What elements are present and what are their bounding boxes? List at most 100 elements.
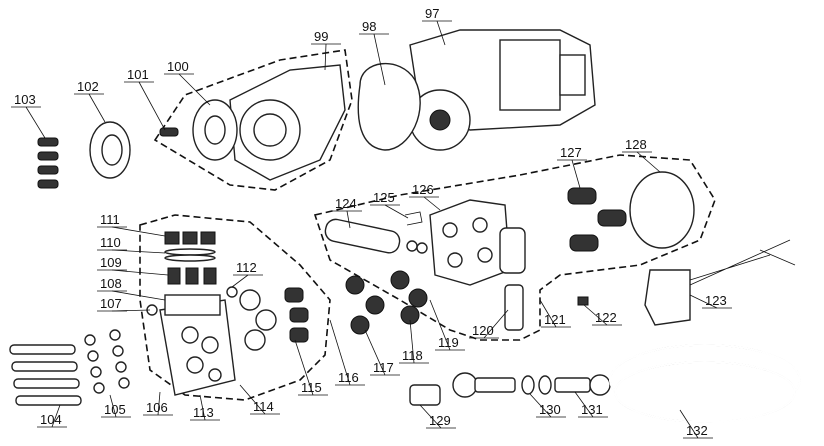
part-label-127: 127 <box>560 145 582 160</box>
part-label-122: 122 <box>595 310 617 325</box>
part-label-102: 102 <box>77 79 99 94</box>
part-label-132: 132 <box>686 423 708 438</box>
valves-part-109 <box>167 267 217 285</box>
part-label-123: 123 <box>705 293 727 308</box>
leader-line <box>429 299 451 351</box>
clip-part-125 <box>404 211 428 254</box>
seals-part-116 <box>345 275 385 335</box>
part-label-115: 115 <box>301 380 322 395</box>
part-label-125: 125 <box>373 190 395 205</box>
leader-line <box>231 274 249 288</box>
gasket-part-98 <box>357 63 421 151</box>
leader-line <box>689 294 718 309</box>
part-label-117: 117 <box>373 360 394 375</box>
leader-line <box>483 309 509 339</box>
pump-head-part-113 <box>159 299 236 396</box>
switch-part-123 <box>644 239 796 326</box>
part-label-103: 103 <box>14 92 36 107</box>
fitting-part-131 <box>554 374 611 396</box>
part-label-131: 131 <box>581 402 603 417</box>
leader-line <box>178 73 211 106</box>
valve-part-120 <box>504 284 524 331</box>
part-label-119: 119 <box>438 335 459 350</box>
part-label-130: 130 <box>539 402 561 417</box>
leader-line <box>409 319 415 364</box>
leader-line <box>157 391 161 416</box>
part-label-107: 107 <box>100 296 122 311</box>
part-label-126: 126 <box>412 182 434 197</box>
springs-part-127 <box>567 187 627 252</box>
screws-part-103 <box>37 137 59 189</box>
group-outline-pump-head <box>139 214 331 401</box>
leader-line <box>384 204 409 219</box>
hose-part-132 <box>609 344 801 423</box>
seals-part-118 <box>390 270 428 325</box>
leader-line <box>138 81 166 131</box>
part-label-105: 105 <box>104 402 126 417</box>
washers-part-105 <box>84 329 130 394</box>
part-label-110: 110 <box>100 235 121 250</box>
seal-part-102 <box>89 121 131 179</box>
leader-line <box>571 159 581 189</box>
part-labels: 97 98 99 100 101 102 103 104 105 106 107 108 109 110 1… <box>11 6 732 439</box>
part-label-120: 120 <box>472 323 494 338</box>
housing-part-99 <box>229 64 346 181</box>
leader-line <box>111 249 166 254</box>
hose-fitting <box>452 372 516 398</box>
leader-line <box>88 93 106 123</box>
part-label-109: 109 <box>100 255 122 270</box>
oring-part-128 <box>629 171 695 249</box>
leader-line <box>239 384 266 415</box>
leader-line <box>109 394 117 418</box>
part-label-97: 97 <box>425 6 439 21</box>
leader-line <box>574 391 594 418</box>
part-label-108: 108 <box>100 276 122 291</box>
nozzle-part-129 <box>409 384 441 406</box>
manifold-part-126 <box>429 199 526 286</box>
part-label-104: 104 <box>40 412 62 427</box>
part-label-106: 106 <box>146 400 168 415</box>
leader-line <box>539 299 557 328</box>
caps-part-111 <box>164 231 216 245</box>
seals-part-114 <box>239 289 277 351</box>
leader-line <box>529 393 552 418</box>
part-label-112: 112 <box>236 260 257 275</box>
springs-part-115 <box>284 287 309 343</box>
part-label-128: 128 <box>625 137 647 152</box>
leader-line <box>423 196 441 211</box>
leader-line <box>679 409 699 439</box>
screw-part-122 <box>577 296 589 306</box>
leader-line <box>51 404 61 428</box>
part-label-121: 121 <box>544 312 566 327</box>
part-label-114: 114 <box>253 399 274 414</box>
screw-part-101 <box>159 127 179 137</box>
bolts-part-104 <box>9 344 82 406</box>
tube-part-124 <box>324 218 401 254</box>
part-label-111: 111 <box>100 212 120 227</box>
leader-line <box>583 304 608 326</box>
group-outline-manifold <box>313 154 716 341</box>
leader-line <box>346 210 351 229</box>
leader-line <box>636 151 661 173</box>
part-label-98: 98 <box>362 19 376 34</box>
leader-line <box>25 106 46 139</box>
leader-line <box>324 43 327 71</box>
part-label-101: 101 <box>127 67 149 82</box>
oring-part-112 <box>226 286 238 298</box>
leader-line <box>373 33 386 86</box>
part-label-118: 118 <box>402 348 423 363</box>
leader-line <box>199 394 206 421</box>
part-label-113: 113 <box>193 405 214 420</box>
part-label-100: 100 <box>167 59 189 74</box>
part-label-99: 99 <box>314 29 328 44</box>
leader-line <box>111 226 166 237</box>
leader-line <box>419 404 442 429</box>
orings-part-110 <box>164 248 216 262</box>
leader-line <box>329 319 351 386</box>
bearing-part-100 <box>192 99 238 161</box>
motor-part-97 <box>409 29 596 151</box>
block-part-108 <box>164 294 221 316</box>
leader-line <box>294 339 314 396</box>
